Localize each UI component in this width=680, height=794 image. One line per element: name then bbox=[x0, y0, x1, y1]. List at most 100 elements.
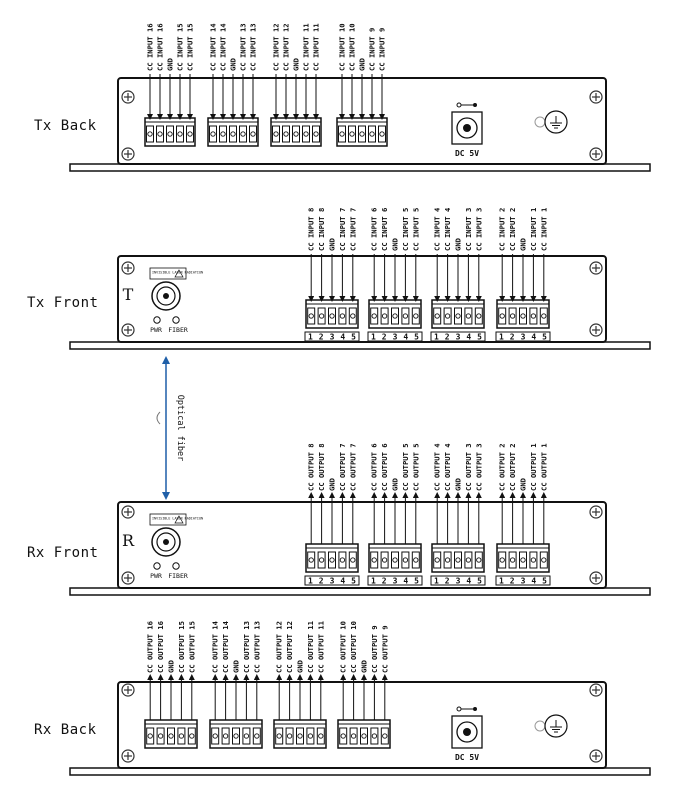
terminal-screw bbox=[254, 733, 260, 739]
terminal-pin bbox=[242, 727, 251, 745]
terminal-pin bbox=[328, 551, 336, 569]
terminal-pin bbox=[368, 125, 376, 143]
laser-warning-icon bbox=[174, 269, 184, 278]
pin-function-label: CC INPUT 16 bbox=[146, 23, 155, 71]
pin-function-label: CC INPUT 8 bbox=[307, 208, 316, 251]
terminal-pin bbox=[348, 125, 356, 143]
terminal-screw bbox=[187, 131, 193, 137]
terminal-pin bbox=[454, 307, 462, 325]
terminal-pin bbox=[348, 307, 357, 325]
laser-warning-text: INVISIBLE LASER RADIATION bbox=[152, 271, 203, 275]
pin-function-label: GND bbox=[519, 478, 528, 491]
terminal-screw bbox=[530, 557, 537, 563]
terminal-screw bbox=[350, 557, 356, 563]
pin-function-label: CC OUTPUT 11 bbox=[306, 621, 315, 673]
terminal-screw bbox=[434, 557, 440, 563]
terminal-pin bbox=[464, 551, 473, 569]
terminal-screw bbox=[329, 557, 335, 563]
terminal-pin bbox=[221, 727, 230, 745]
pin-function-label: CC INPUT 10 bbox=[338, 23, 347, 71]
terminal-pin bbox=[508, 551, 517, 569]
pin-number-label: 3 bbox=[521, 333, 526, 342]
pin-function-label: CC OUTPUT 15 bbox=[187, 621, 196, 673]
terminal-screw bbox=[233, 733, 239, 739]
pin-number-label: 2 bbox=[445, 333, 450, 342]
terminal-pin bbox=[539, 307, 548, 325]
pin-number-label: 4 bbox=[340, 333, 345, 342]
pin-function-label: GND bbox=[454, 238, 463, 251]
terminal-pin bbox=[401, 307, 410, 325]
pin-function-label: CC INPUT 13 bbox=[239, 23, 248, 71]
terminal-screw bbox=[177, 131, 183, 137]
pin-function-label: CC INPUT 2 bbox=[498, 208, 507, 251]
terminal-pin bbox=[239, 125, 247, 143]
pin-function-label: GND bbox=[391, 238, 400, 251]
pin-function-label: CC INPUT 5 bbox=[401, 208, 410, 251]
terminal-pin bbox=[411, 551, 420, 569]
pin-number-strip bbox=[304, 575, 360, 586]
terminal-pin bbox=[464, 307, 473, 325]
terminal-screw bbox=[210, 131, 216, 137]
terminal-pin bbox=[380, 727, 389, 745]
terminal-screw bbox=[455, 313, 461, 319]
terminal-pin bbox=[252, 727, 261, 745]
terminal-screw bbox=[313, 131, 319, 137]
mounting-flange bbox=[69, 163, 651, 172]
laser-warning-badge bbox=[149, 513, 187, 526]
pin-function-label: CC OUTPUT 5 bbox=[401, 443, 410, 491]
terminal-screw bbox=[283, 131, 289, 137]
pin-number-label: 4 bbox=[531, 577, 536, 586]
terminal-pin bbox=[519, 551, 527, 569]
pin-function-label: CC INPUT 15 bbox=[186, 23, 195, 71]
laser-warning-badge bbox=[149, 267, 187, 280]
pin-function-label: CC INPUT 9 bbox=[368, 28, 377, 71]
pin-function-label: CC OUTPUT 13 bbox=[252, 621, 261, 673]
terminal-pin bbox=[508, 307, 517, 325]
terminal-screw bbox=[369, 131, 375, 137]
terminal-pin bbox=[232, 727, 240, 745]
pin-number-label: 2 bbox=[382, 577, 387, 586]
pin-function-label: GND bbox=[328, 238, 337, 251]
terminal-screw bbox=[273, 131, 279, 137]
terminal-pin bbox=[187, 727, 196, 745]
chassis-body bbox=[117, 255, 607, 343]
pin-number-label: 3 bbox=[330, 577, 335, 586]
terminal-screw bbox=[359, 131, 365, 137]
pin-number-label: 4 bbox=[531, 333, 536, 342]
terminal-pin bbox=[316, 727, 325, 745]
terminal-screw bbox=[476, 557, 482, 563]
terminal-screw bbox=[499, 313, 505, 319]
pin-number-label: 5 bbox=[542, 577, 547, 586]
fiber-led-icon bbox=[172, 316, 180, 324]
pin-function-label: CC INPUT 11 bbox=[312, 23, 321, 71]
laser-warning-icon bbox=[174, 515, 184, 524]
terminal-pin bbox=[282, 125, 290, 143]
terminal-pin bbox=[156, 727, 165, 745]
pin-number-label: 3 bbox=[393, 577, 398, 586]
pin-function-label: GND bbox=[519, 238, 528, 251]
terminal-screw bbox=[286, 733, 293, 739]
pin-function-label: CC INPUT 14 bbox=[209, 23, 218, 71]
terminal-screw bbox=[413, 557, 419, 563]
terminal-screw bbox=[212, 733, 218, 739]
terminal-pin bbox=[167, 727, 175, 745]
pin-number-label: 5 bbox=[351, 333, 356, 342]
pin-function-label: CC OUTPUT 3 bbox=[464, 443, 473, 491]
terminal-screw bbox=[350, 313, 356, 319]
pin-function-label: CC OUTPUT 2 bbox=[498, 443, 507, 491]
terminal-screw bbox=[276, 733, 282, 739]
terminal-pin bbox=[275, 727, 284, 745]
pin-function-label: CC INPUT 16 bbox=[156, 23, 165, 71]
pin-function-label: CC OUTPUT 5 bbox=[411, 443, 420, 491]
fiber-led-label: FIBER bbox=[168, 326, 188, 334]
terminal-screw bbox=[220, 131, 226, 137]
terminal-pin bbox=[401, 551, 410, 569]
pin-function-label: CC INPUT 2 bbox=[508, 208, 517, 251]
pin-function-label: CC OUTPUT 10 bbox=[339, 621, 348, 673]
terminal-screw bbox=[293, 131, 299, 137]
